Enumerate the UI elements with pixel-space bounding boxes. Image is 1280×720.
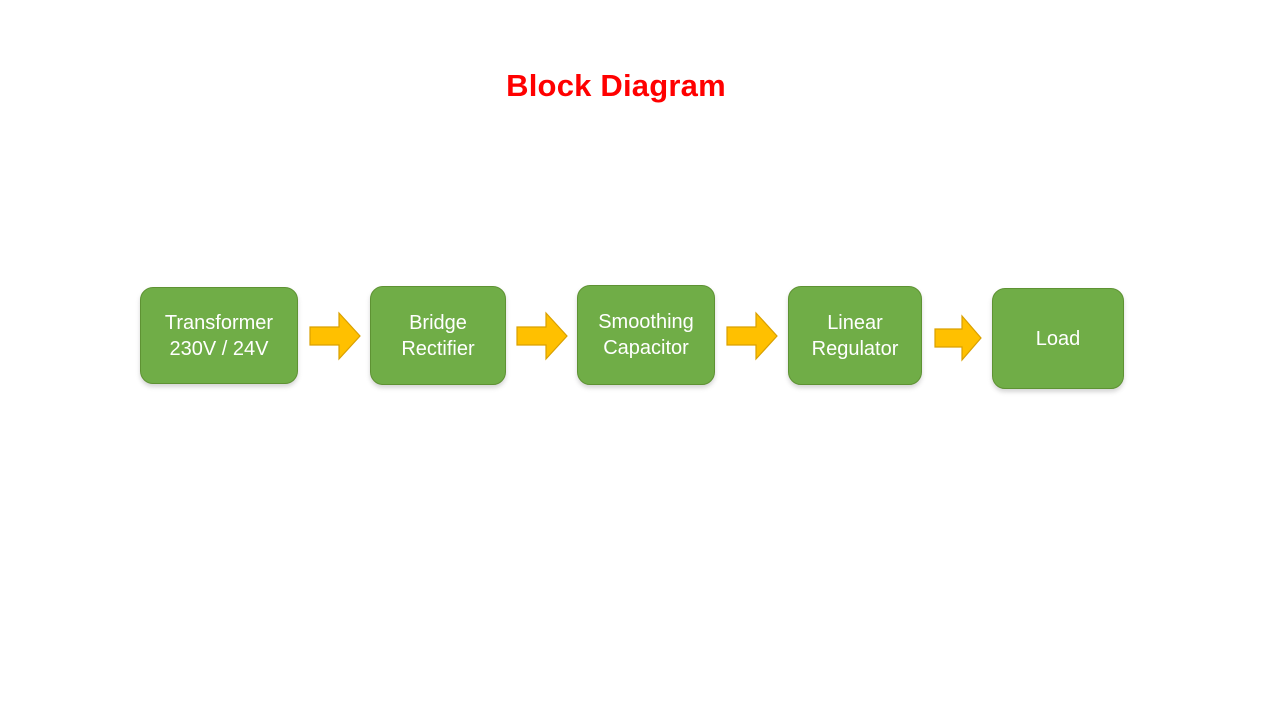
block-linear-regulator[interactable]: Linear Regulator <box>788 286 922 385</box>
right-arrow-icon <box>516 311 568 361</box>
block-label-line: Capacitor <box>603 337 689 359</box>
block-label-line: Rectifier <box>401 337 475 360</box>
page-title: Block Diagram <box>506 68 726 103</box>
block-smoothing-capacitor[interactable]: Smoothing Capacitor <box>577 285 715 385</box>
block-label-line: Transformer <box>164 311 274 334</box>
right-arrow-icon <box>934 314 982 362</box>
block-label-line: Bridge <box>409 311 467 334</box>
block-label-line: Smoothing <box>598 311 694 333</box>
block-load[interactable]: Load <box>992 288 1124 389</box>
right-arrow-icon <box>309 311 361 361</box>
right-arrow-icon <box>726 311 778 361</box>
block-label-line: 230V / 24V <box>169 337 269 360</box>
block-label-line: Regulator <box>811 337 899 360</box>
block-bridge-rectifier[interactable]: Bridge Rectifier <box>370 286 506 385</box>
block-label-line: Linear <box>827 311 883 334</box>
block-label-line: Load <box>1035 327 1081 350</box>
block-transformer[interactable]: Transformer 230V / 24V <box>140 287 298 384</box>
